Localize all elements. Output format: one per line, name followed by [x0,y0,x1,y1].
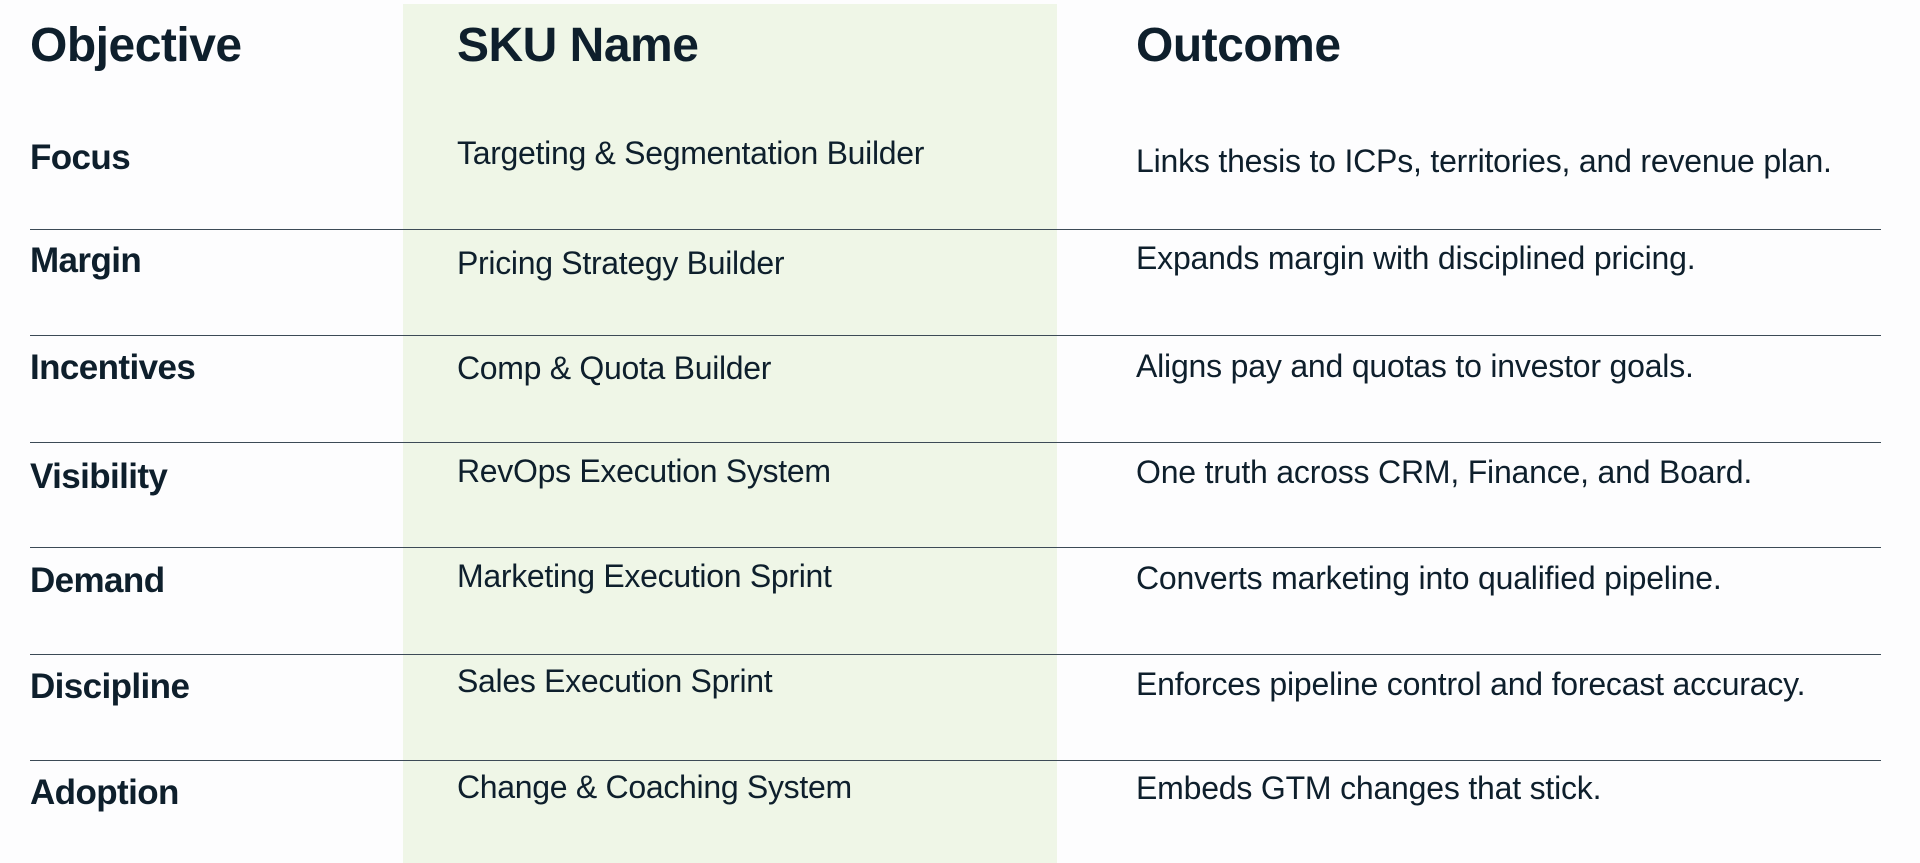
outcome-focus: Links thesis to ICPs, territories, and r… [1136,143,1832,179]
sku-targeting-segmentation: Targeting & Segmentation Builder [457,135,925,171]
objective-adoption: Adoption [30,773,179,812]
objective-incentives: Incentives [30,348,196,387]
outcome-discipline: Enforces pipeline control and forecast a… [1136,666,1806,702]
outcome-incentives: Aligns pay and quotas to investor goals. [1136,348,1694,384]
row-divider [30,335,1881,336]
sku-column-highlight [403,4,1057,863]
objective-demand: Demand [30,561,165,600]
objective-margin: Margin [30,241,142,280]
objective-focus: Focus [30,138,131,177]
sku-marketing-execution: Marketing Execution Sprint [457,558,832,594]
sku-change-coaching: Change & Coaching System [457,769,852,805]
sku-pricing-strategy: Pricing Strategy Builder [457,245,785,281]
row-divider [30,760,1881,761]
sku-sales-execution: Sales Execution Sprint [457,663,773,699]
row-divider [30,654,1881,655]
outcome-margin: Expands margin with disciplined pricing. [1136,240,1696,276]
row-divider [30,229,1881,230]
row-divider [30,442,1881,443]
header-sku-name: SKU Name [457,19,699,72]
objective-visibility: Visibility [30,457,168,496]
sku-revops-execution: RevOps Execution System [457,453,831,489]
outcome-demand: Converts marketing into qualified pipeli… [1136,560,1722,596]
outcome-visibility: One truth across CRM, Finance, and Board… [1136,454,1753,490]
sku-comp-quota: Comp & Quota Builder [457,350,772,386]
header-outcome: Outcome [1136,19,1341,72]
outcome-adoption: Embeds GTM changes that stick. [1136,770,1602,806]
objective-discipline: Discipline [30,667,190,706]
header-objective: Objective [30,19,242,72]
row-divider [30,547,1881,548]
